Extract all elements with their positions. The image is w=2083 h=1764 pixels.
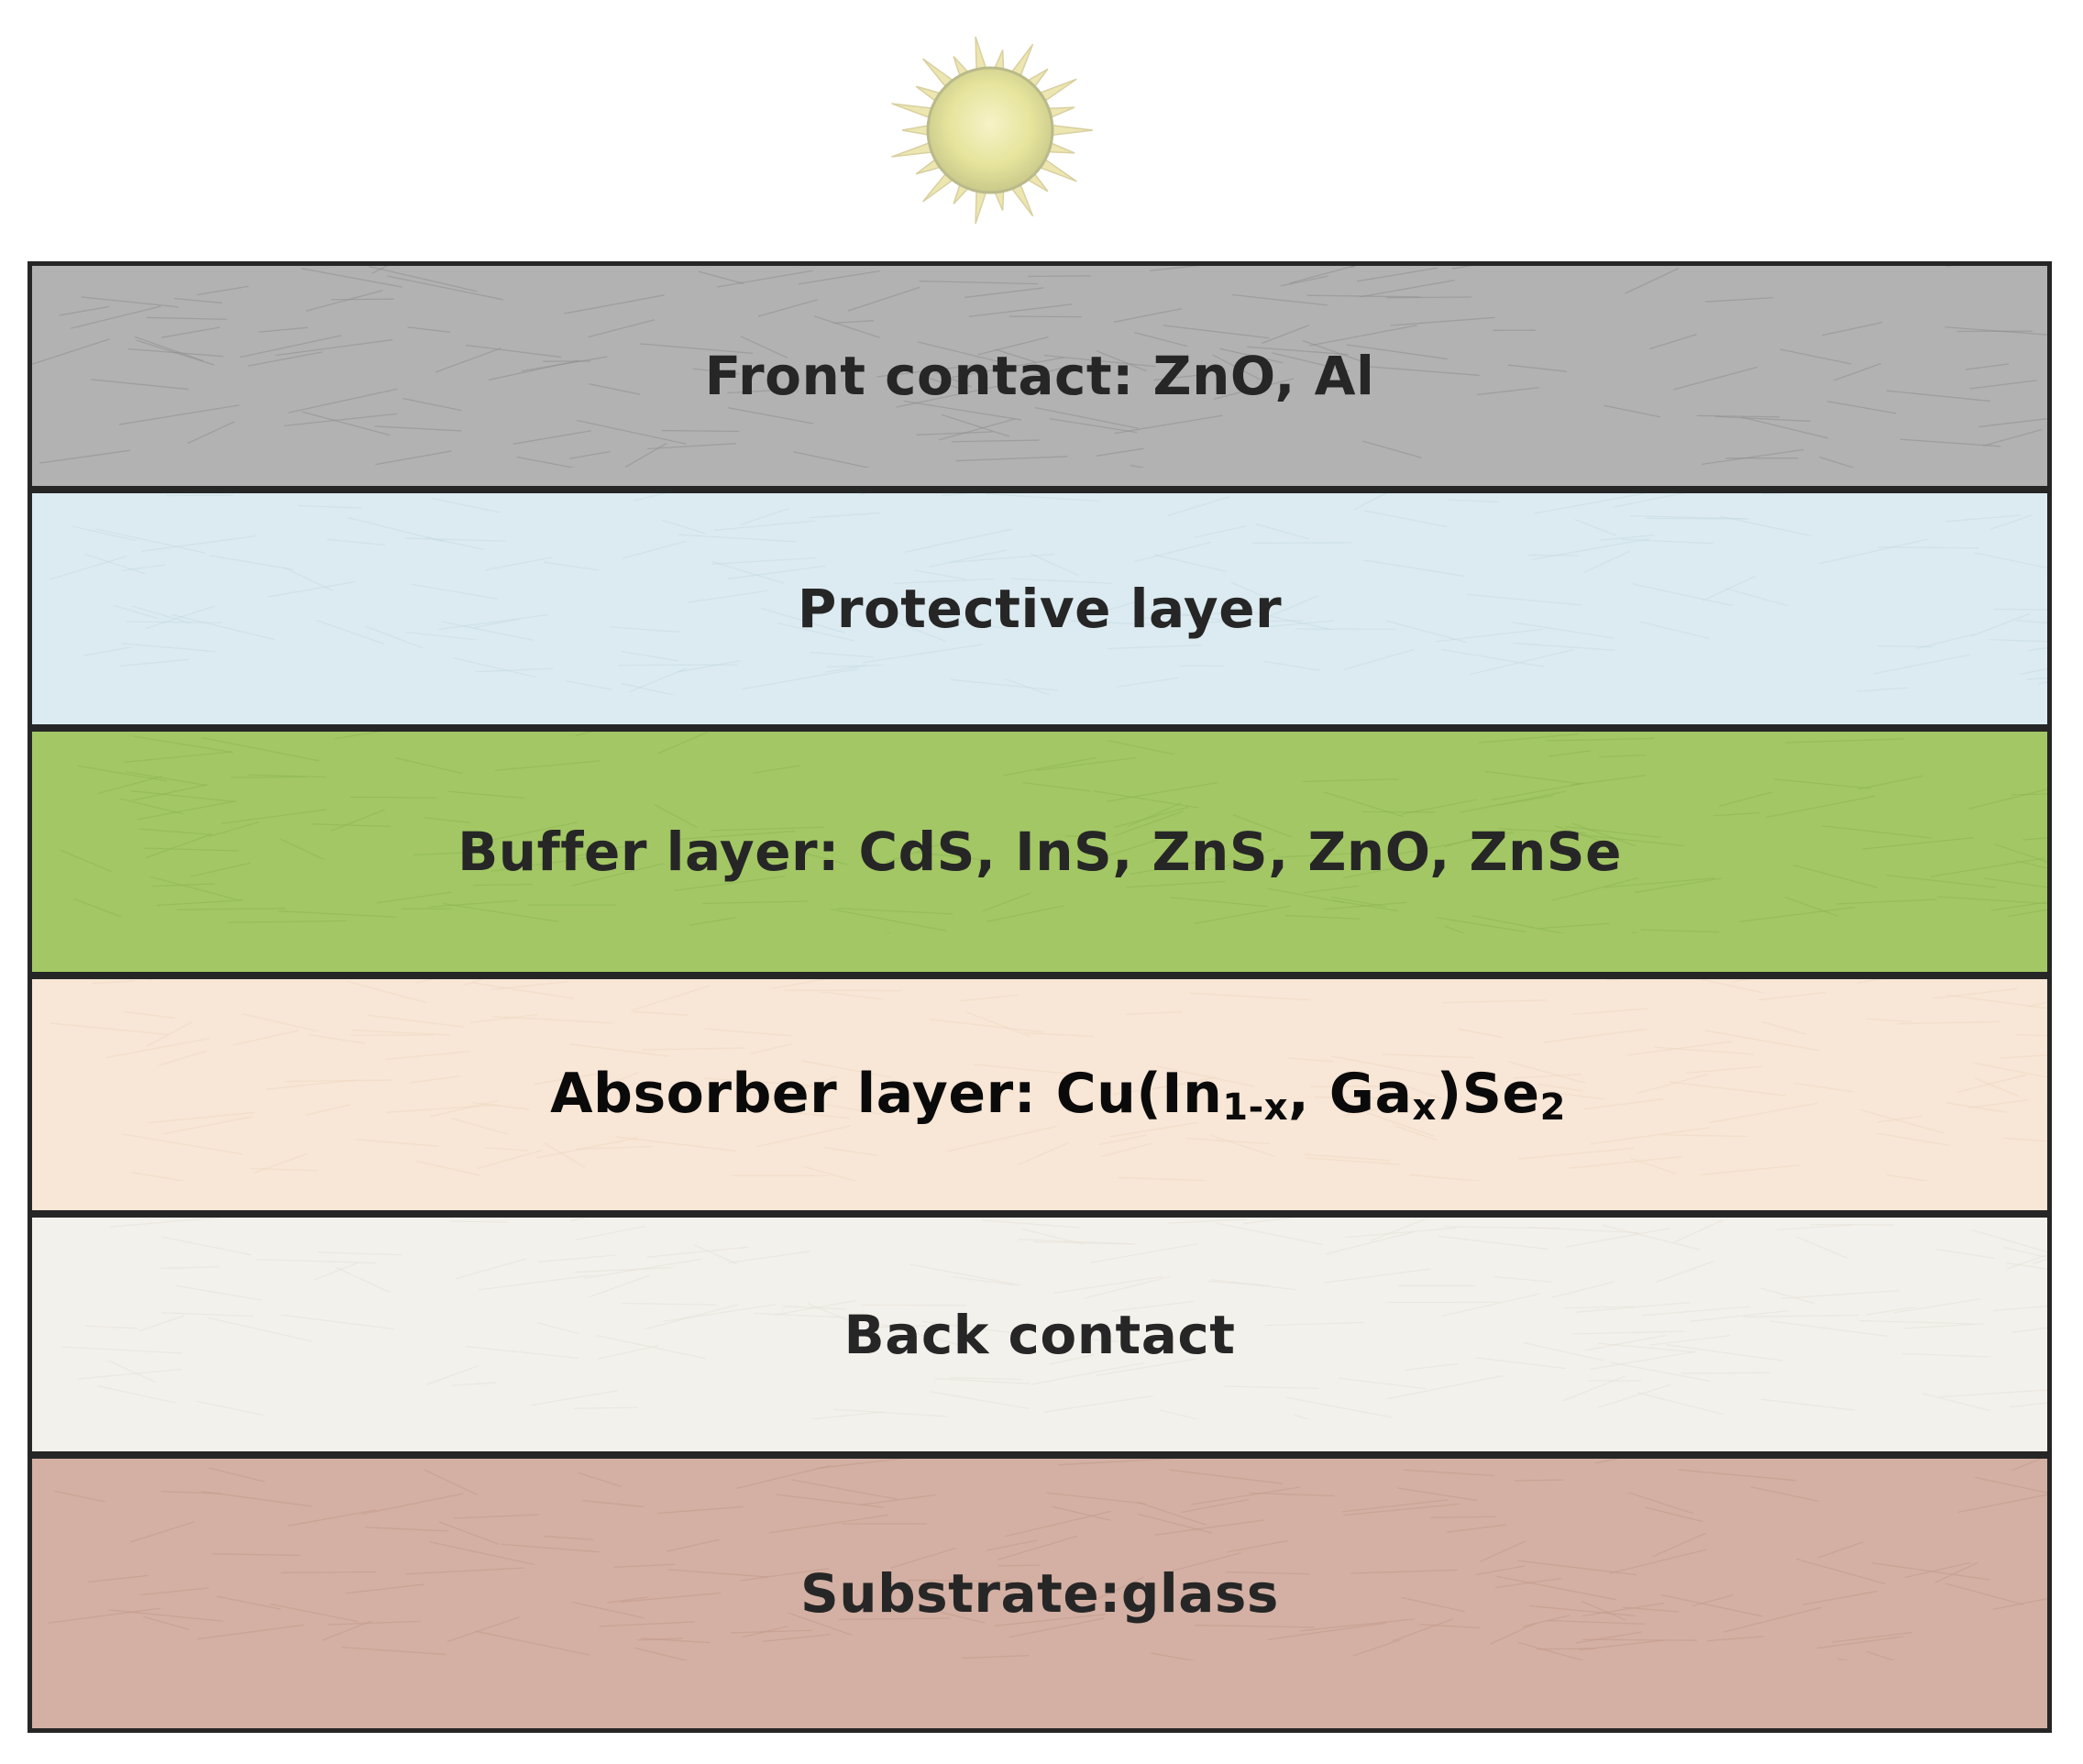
layer-front-contact: Front contact: ZnO, Al: [32, 266, 2047, 486]
sun-ray: [1047, 124, 1094, 137]
layer-stack: Front contact: ZnO, Al Protective layer …: [28, 261, 2052, 1733]
layer-substrate: Substrate:glass: [32, 1459, 2047, 1728]
layer-label: Back contact: [843, 1303, 1236, 1366]
layer-label: Buffer layer: CdS, InS, ZnS, ZnO, ZnSe: [457, 821, 1622, 883]
layer-label: Substrate:glass: [800, 1562, 1279, 1625]
layer-label: Protective layer: [797, 578, 1283, 640]
layer-label: Absorber layer: Cu(In1-x, Gax)Se2: [550, 1062, 1566, 1129]
sun-icon: [891, 36, 1094, 225]
absorber-formula: Cu(In1-x, Gax)Se2: [1055, 1061, 1566, 1129]
layer-back-contact: Back contact: [32, 1218, 2047, 1451]
layer-protective: Protective layer: [32, 493, 2047, 724]
layer-label: Front contact: ZnO, Al: [704, 345, 1375, 407]
absorber-prefix: Absorber layer:: [550, 1061, 1056, 1126]
layer-buffer: Buffer layer: CdS, InS, ZnS, ZnO, ZnSe: [32, 732, 2047, 972]
layer-absorber: Absorber layer: Cu(In1-x, Gax)Se2: [32, 979, 2047, 1210]
